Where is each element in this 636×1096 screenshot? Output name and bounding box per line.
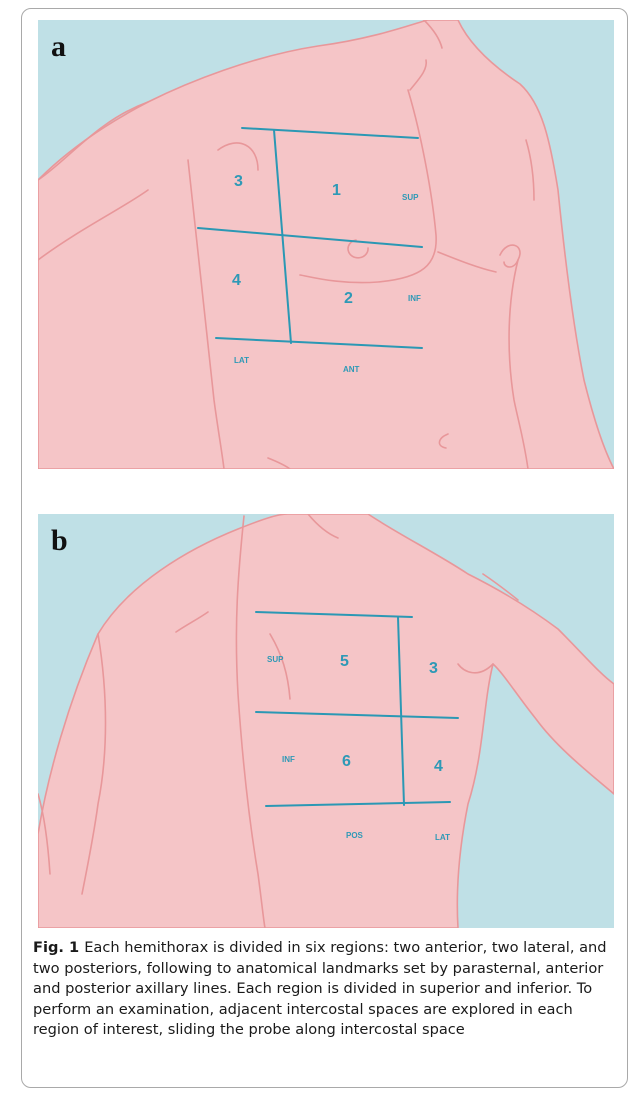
panel-b-region-3: 3 [429, 660, 438, 677]
panel-a-region-2: 2 [344, 290, 353, 307]
posterior-torso-illustration: 5 3 6 4 SUP INF POS LAT [38, 514, 614, 928]
panel-a-label-inf: INF [408, 294, 421, 303]
panel-a-letter: a [51, 30, 66, 64]
panel-b-posterior-view: 5 3 6 4 SUP INF POS LAT b [38, 514, 614, 928]
panel-a-label-ant: ANT [343, 365, 360, 374]
panel-b-label-lat: LAT [435, 833, 450, 842]
panel-a-region-1: 1 [332, 182, 341, 199]
panel-b-letter: b [51, 524, 68, 558]
panel-a-region-4: 4 [232, 272, 241, 289]
panel-b-label-sup: SUP [267, 655, 284, 664]
panel-b-region-5: 5 [340, 653, 349, 670]
panel-b-label-pos: POS [346, 831, 364, 840]
anterior-torso-illustration: 3 1 4 2 SUP INF LAT ANT [38, 20, 614, 469]
panel-b-region-6: 6 [342, 753, 351, 770]
panel-a-anterior-view: 3 1 4 2 SUP INF LAT ANT a [38, 20, 614, 469]
panel-b-label-inf: INF [282, 755, 295, 764]
caption-text: Each hemithorax is divided in six region… [33, 939, 607, 1038]
panel-a-region-3: 3 [234, 173, 243, 190]
caption-figure-label: Fig. 1 [33, 939, 79, 956]
panel-a-label-lat: LAT [234, 356, 249, 365]
panel-a-label-sup: SUP [402, 193, 419, 202]
panel-b-region-4: 4 [434, 758, 443, 775]
